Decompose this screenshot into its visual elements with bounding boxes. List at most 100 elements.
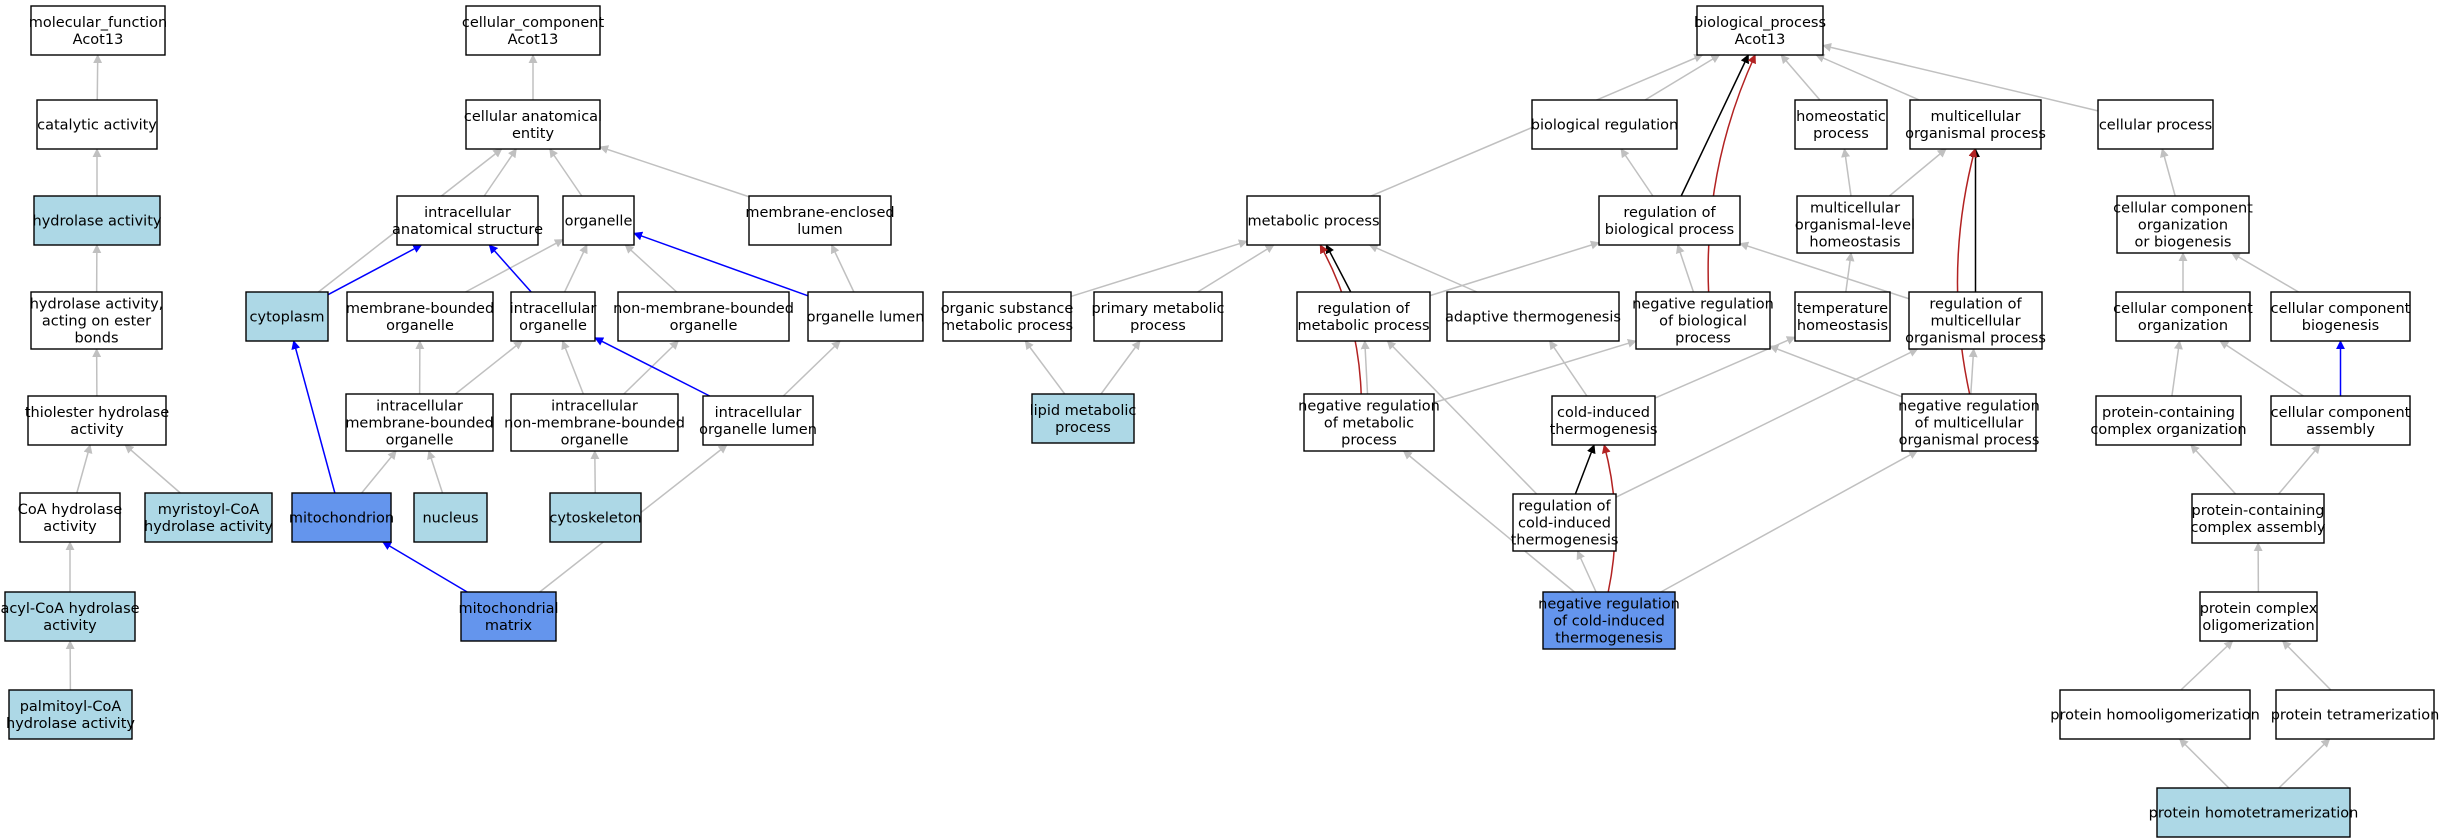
edge-gray-cc_biogen-to-cc_org_bio	[2231, 252, 2299, 293]
edge-gray-cc_org_bio-to-cell_process	[2160, 148, 2176, 197]
node-label-line: organization	[2138, 318, 2228, 334]
node-label-line: biological regulation	[1531, 118, 1678, 134]
node-label-line: cellular component	[2271, 301, 2411, 317]
node-label-line: process	[1813, 126, 1869, 142]
node-box	[1696, 5, 1824, 56]
node-label-line: molecular_function	[29, 15, 167, 31]
node-org-lumen[interactable]: organelle lumen	[807, 291, 925, 342]
node-label-line: cold-induced	[1518, 516, 1611, 532]
node-adaptive-thermo[interactable]: adaptive thermogenesis	[1445, 291, 1621, 342]
node-label-line: process	[1341, 433, 1397, 449]
node-label-line: multicellular	[1930, 314, 2020, 330]
node-box	[562, 195, 635, 246]
node-hydrolase[interactable]: hydrolase activity	[33, 195, 162, 246]
node-label-line: organelle	[386, 433, 454, 449]
node-metabolic[interactable]: metabolic process	[1246, 195, 1381, 246]
node-box	[1542, 591, 1676, 650]
node-label-line: biological process	[1605, 222, 1734, 238]
node-label-line: nucleus	[422, 511, 478, 527]
node-box	[30, 291, 163, 350]
edge-gray-prot_homooligo-to-prot_oligo	[2180, 640, 2234, 691]
node-label-line: intracellular	[510, 301, 597, 317]
node-box	[1296, 291, 1431, 342]
node-label-line: hydrolase activity	[144, 519, 273, 535]
node-box	[2270, 395, 2411, 446]
node-organelle[interactable]: organelle	[562, 195, 635, 246]
edge-gray-neg_reg_multicell-to-reg_multicell	[1968, 348, 1978, 395]
node-box	[346, 291, 494, 342]
node-label-line: non-membrane-bounded	[504, 416, 685, 432]
node-label-line: activity	[43, 618, 97, 634]
node-cytoskeleton[interactable]: cytoskeleton	[549, 492, 642, 543]
node-intra-non-mem[interactable]: intracellularnon-membrane-boundedorganel…	[504, 393, 685, 452]
edge-red-neg_reg_bio-to-bp_root	[1707, 54, 1756, 293]
edge-black-reg_met-to-metabolic	[1325, 244, 1352, 293]
edge-gray-neg_reg_met-to-neg_reg_bio	[1433, 339, 1637, 404]
node-nucleus[interactable]: nucleus	[413, 492, 488, 543]
node-label-line: protein-containing	[2191, 503, 2324, 519]
node-prot-homooligo[interactable]: protein homooligomerization	[2050, 689, 2260, 740]
node-cytoplasm[interactable]: cytoplasm	[245, 291, 329, 342]
node-cell-process[interactable]: cellular process	[2097, 99, 2214, 150]
node-box	[33, 195, 161, 246]
node-label-line: primary metabolic	[1091, 301, 1224, 317]
node-label-line: biogenesis	[2302, 318, 2379, 334]
node-box	[1031, 393, 1135, 444]
node-label-line: non-membrane-bounded	[613, 301, 794, 317]
node-label-line: protein-containing	[2102, 405, 2235, 421]
edge-blue-cytoplasm-to-intra_anat	[327, 244, 423, 296]
node-box	[460, 591, 557, 642]
node-prot-tetra[interactable]: protein tetramerization	[2271, 689, 2440, 740]
node-mitochondrion[interactable]: mitochondrion	[289, 492, 394, 543]
node-catalytic[interactable]: catalytic activity	[36, 99, 158, 150]
edge-gray-organelle-to-anat_entity	[549, 148, 583, 197]
node-prot-homotetra[interactable]: protein homotetramerization	[2149, 787, 2359, 838]
edge-black-reg_cold_thermo-to-cold_thermo	[1574, 444, 1596, 495]
node-label-line: complex organization	[2090, 422, 2246, 438]
node-bio-reg[interactable]: biological regulation	[1531, 99, 1678, 150]
node-label-line: biological_process	[1694, 15, 1826, 31]
node-label-line: activity	[70, 422, 124, 438]
